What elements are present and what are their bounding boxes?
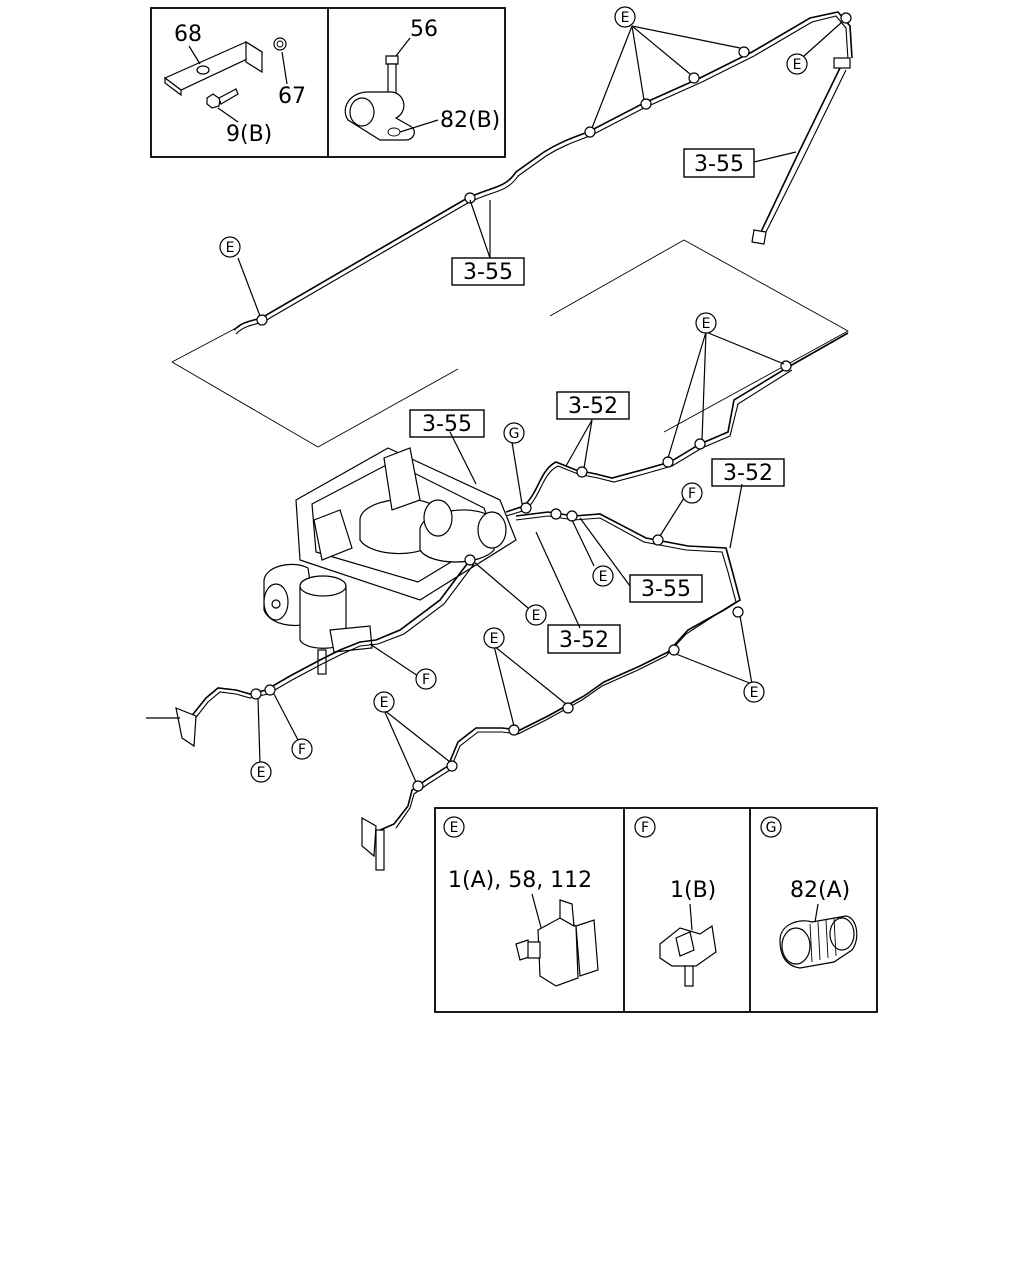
detail-e-tag: E: [450, 820, 459, 836]
ref-3-52-mid: 3-52: [568, 394, 618, 419]
callout-e: E: [592, 565, 614, 587]
bracket-part: [163, 37, 287, 109]
callout-e: E: [373, 691, 395, 713]
detail-e: E 1(A), 58, 112: [443, 816, 599, 987]
callout-e: E: [695, 312, 717, 334]
callout-e: E: [250, 761, 272, 783]
part-number-9b: 9(B): [226, 122, 272, 147]
ref-3-55-upper: 3-55: [463, 260, 513, 285]
callout-e: E: [614, 6, 636, 28]
detail-f-label: 1(B): [670, 878, 716, 903]
svg-text:F: F: [422, 672, 430, 688]
callout-markers: E E E E G F E E E F E E F E: [219, 6, 808, 783]
svg-text:E: E: [257, 765, 266, 781]
middle-pipe-route: [146, 332, 849, 871]
reference-boxes: 3-55 3-55 3-55 3-52 3-52 3-55 3-52: [409, 148, 785, 654]
svg-text:E: E: [599, 569, 608, 585]
callout-e: E: [743, 681, 765, 703]
svg-text:E: E: [793, 57, 802, 73]
inset-top: 68 67 9(B) 56 82(B): [150, 7, 506, 158]
part-number-68: 68: [174, 22, 202, 47]
modulator-unit: [263, 447, 517, 675]
svg-text:E: E: [490, 631, 499, 647]
callout-e: E: [219, 236, 241, 258]
detail-g-label: 82(A): [790, 878, 850, 903]
ref-3-52-lower: 3-52: [559, 628, 609, 653]
detail-f: F 1(B): [634, 816, 717, 987]
detail-g: G 82(A): [760, 816, 858, 969]
clip-bolt-part: [344, 55, 415, 141]
detail-f-tag: F: [641, 820, 649, 836]
callout-g: G: [503, 422, 525, 444]
upper-pipe-route: [233, 11, 853, 335]
leader-lines: [237, 21, 843, 783]
svg-text:E: E: [702, 316, 711, 332]
part-number-56: 56: [410, 17, 438, 42]
part-number-67: 67: [278, 84, 306, 109]
ref-3-52-right: 3-52: [723, 461, 773, 486]
callout-e: E: [483, 627, 505, 649]
detail-panel: E 1(A), 58, 112 F 1(B) G 82(A): [434, 807, 878, 1013]
detail-g-tag: G: [766, 820, 777, 836]
ref-3-55-top: 3-55: [694, 152, 744, 177]
part-number-82b: 82(B): [440, 108, 500, 133]
svg-text:G: G: [509, 426, 520, 442]
svg-text:E: E: [380, 695, 389, 711]
ref-3-55-left: 3-55: [422, 412, 472, 437]
callout-f: F: [291, 738, 313, 760]
callout-e: E: [525, 604, 547, 626]
frame-outline: [171, 239, 849, 448]
svg-text:E: E: [750, 685, 759, 701]
callout-f: F: [415, 668, 437, 690]
svg-text:E: E: [226, 240, 235, 256]
callout-f: F: [681, 482, 703, 504]
svg-text:F: F: [688, 486, 696, 502]
ref-3-55-lower: 3-55: [641, 577, 691, 602]
svg-text:E: E: [621, 10, 630, 26]
svg-text:E: E: [532, 608, 541, 624]
svg-text:F: F: [298, 742, 306, 758]
detail-e-label: 1(A), 58, 112: [448, 868, 592, 893]
callout-e: E: [786, 53, 808, 75]
